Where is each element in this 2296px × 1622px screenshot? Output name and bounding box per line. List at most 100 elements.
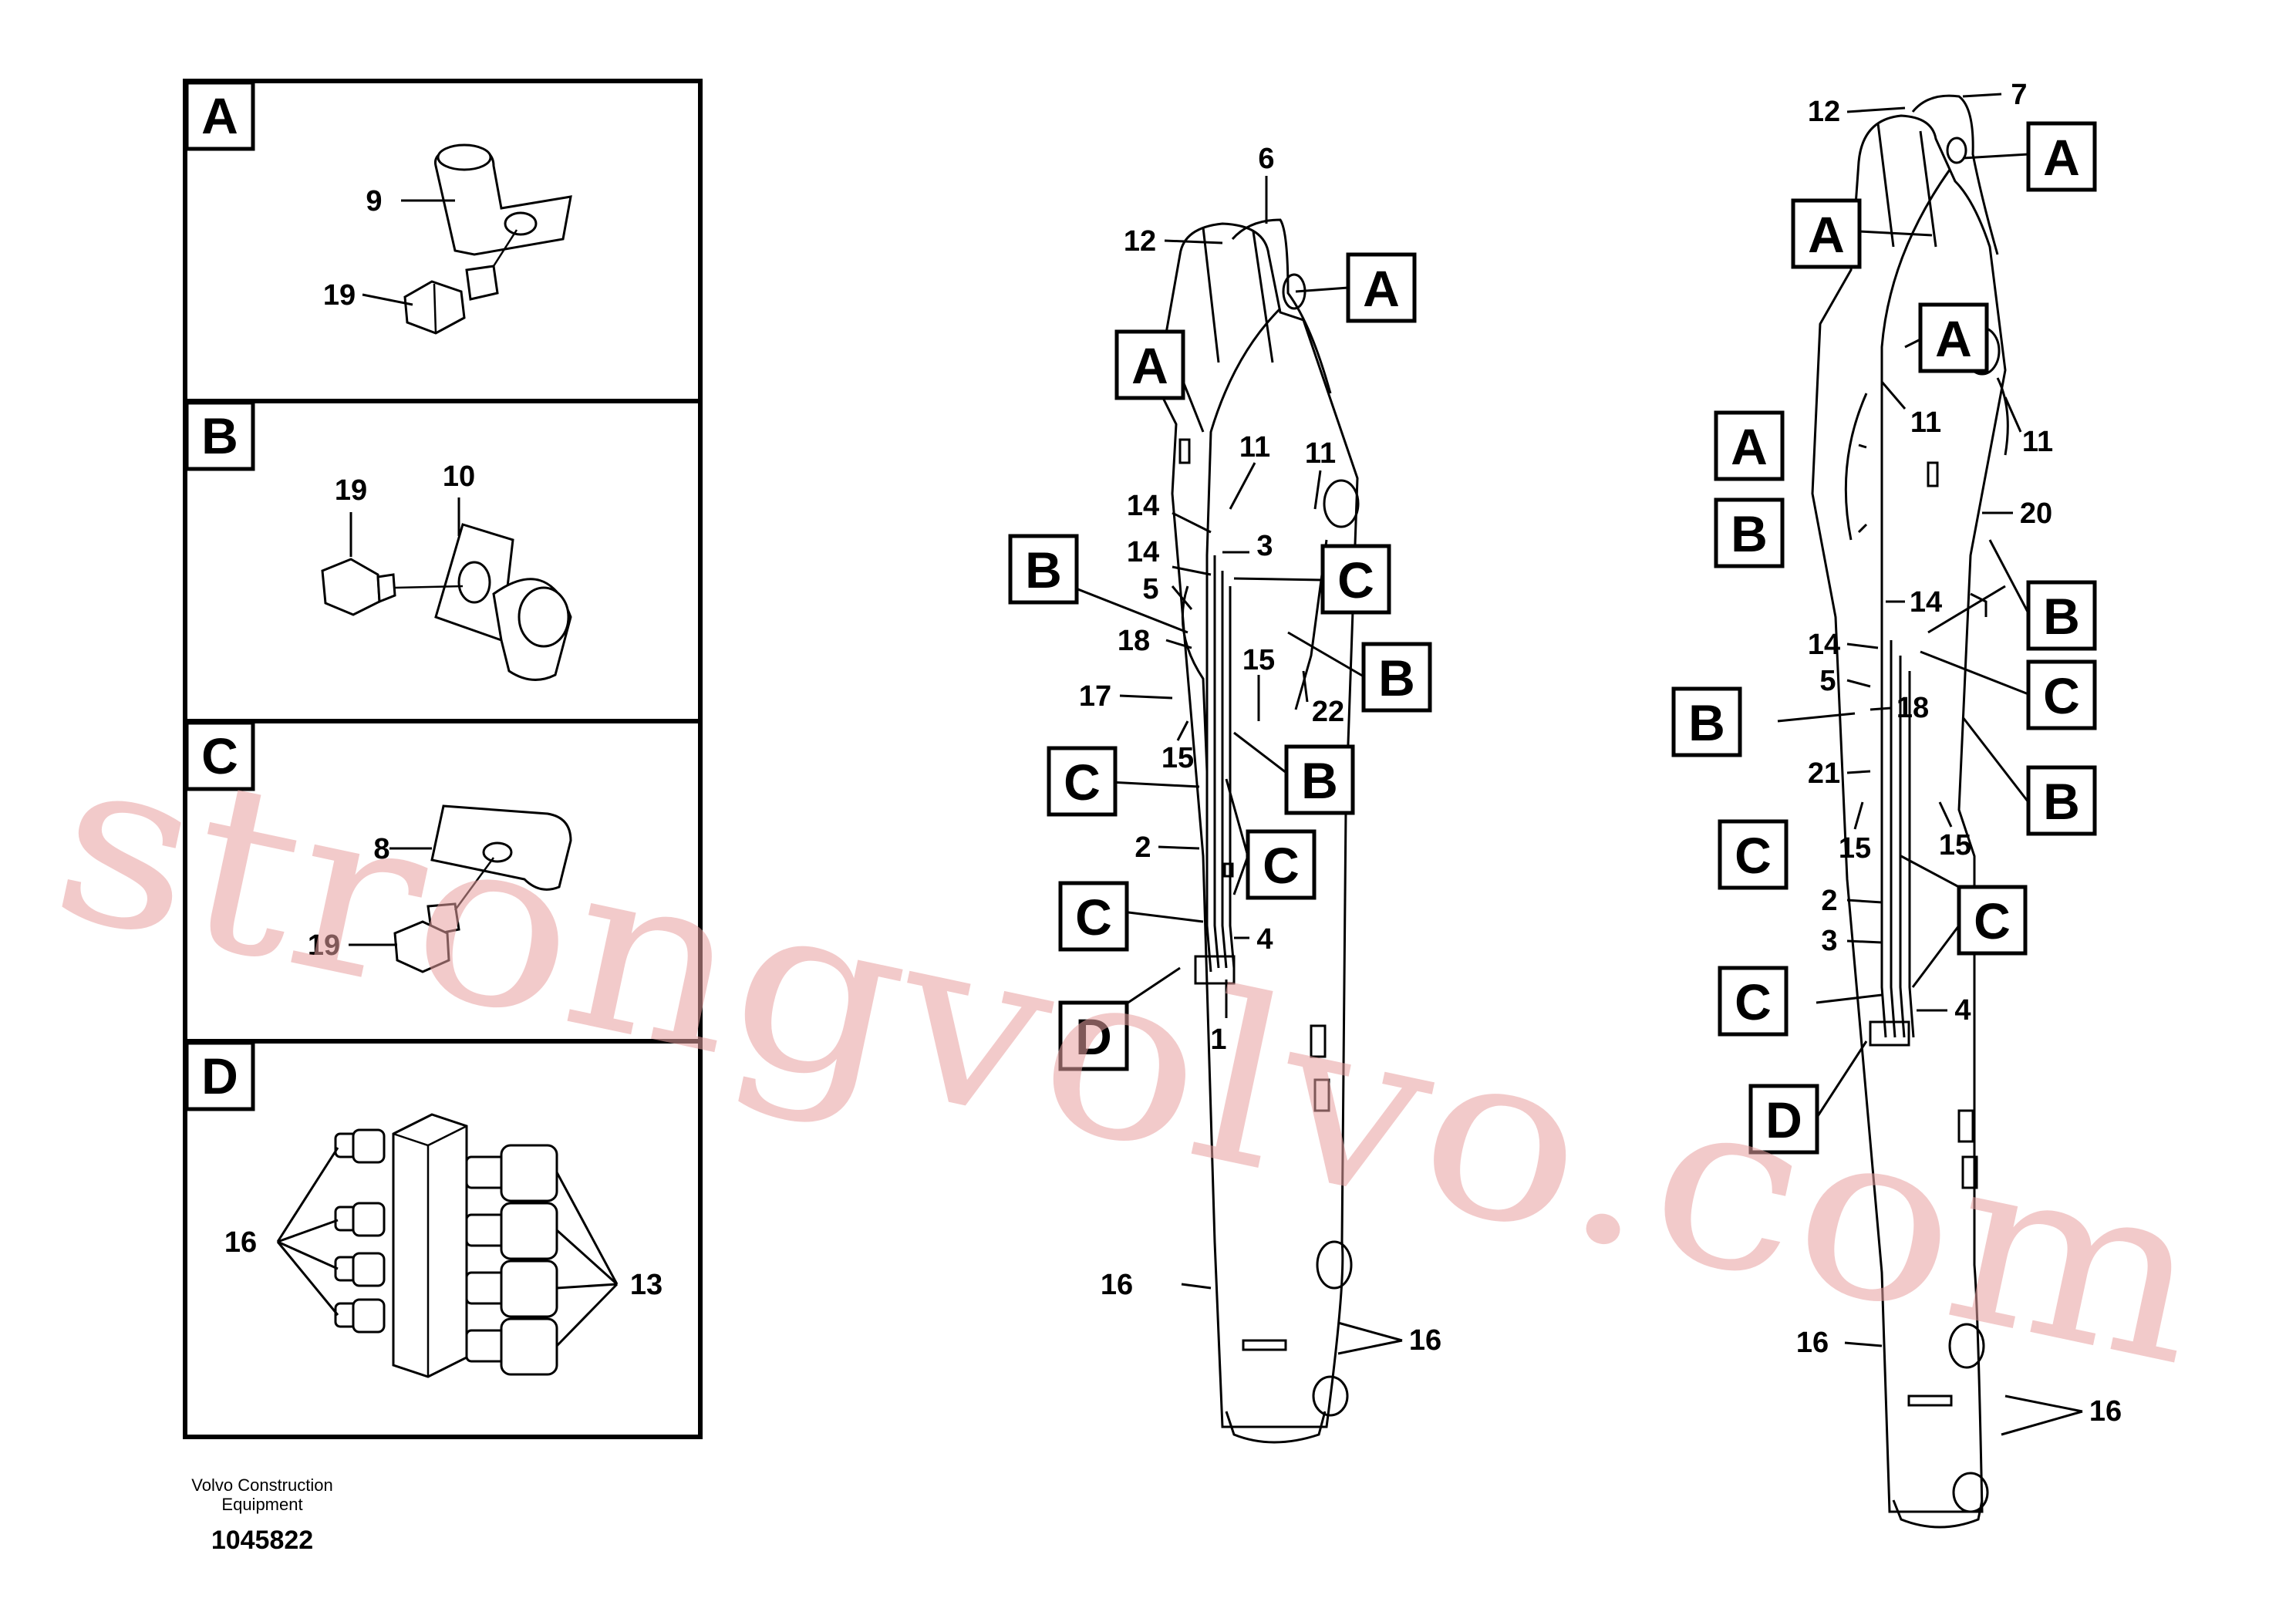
- detail-b-letter: B: [201, 407, 238, 464]
- clamp-part: [433, 143, 572, 256]
- callout: 3: [1256, 530, 1273, 562]
- marker: A: [2043, 129, 2080, 186]
- callout: 14: [1808, 629, 1840, 661]
- callout: 18: [1896, 692, 1929, 724]
- drawing-number: 1045822: [211, 1526, 313, 1555]
- detail-b: B 19 10: [184, 400, 572, 681]
- callout: 6: [1258, 143, 1274, 175]
- callout: 11: [1305, 437, 1336, 470]
- fittings-right: [465, 1144, 558, 1376]
- callout: 12: [1124, 225, 1156, 258]
- callout: 16: [1101, 1269, 1133, 1301]
- detail-a-tab: [184, 80, 255, 151]
- callout: 22: [1312, 696, 1344, 728]
- boom-view-left: 6 12 11 11 14 3 14 5 18 15 17 22 15 2 4 …: [1008, 143, 1441, 1444]
- marker-letters: A A B C B B C C C D: [1025, 260, 1415, 1065]
- callout-leaders: [1844, 93, 2083, 1436]
- leader-fan-16: [276, 1147, 339, 1316]
- marker: B: [1688, 694, 1725, 751]
- callout: 11: [1239, 431, 1270, 464]
- callout: 12: [1808, 96, 1840, 128]
- callout: 16: [1796, 1327, 1829, 1359]
- callout: 2: [1821, 885, 1837, 917]
- footer: Volvo Construction Equipment 1045822: [191, 1475, 332, 1555]
- company-line1: Volvo Construction: [191, 1475, 332, 1495]
- marker: A: [1808, 206, 1845, 263]
- marker: C: [1064, 754, 1101, 811]
- detail-d-tab: [184, 1040, 255, 1111]
- callout: 3: [1821, 925, 1837, 957]
- marker: B: [1301, 752, 1338, 809]
- callout: 4: [1256, 923, 1273, 956]
- callout: 15: [1242, 644, 1275, 676]
- detail-d-letter: D: [201, 1047, 238, 1104]
- marker: C: [1735, 973, 1772, 1030]
- callout: 15: [1939, 829, 1971, 862]
- hose-routing: [1181, 218, 1332, 985]
- callout: 20: [2020, 497, 2052, 530]
- marker-letters: A A A A B B C B B C C C D: [1688, 129, 2080, 1148]
- callout-numbers: 6 12 11 11 14 3 14 5 18 15 17 22 15 2 4 …: [1079, 143, 1441, 1357]
- marker: C: [1974, 892, 2011, 949]
- callout: 16: [2089, 1395, 2122, 1428]
- callout: 14: [1127, 490, 1159, 522]
- boom-outline: [1155, 222, 1360, 1444]
- bolt-part: [403, 265, 499, 335]
- callout: 15: [1161, 742, 1194, 774]
- detail-b-tab: [184, 400, 255, 471]
- callout: 19: [335, 474, 367, 507]
- detail-c-tab: [184, 720, 255, 791]
- bolt-part: [393, 902, 460, 973]
- detail-d: D: [184, 1040, 663, 1378]
- callout: 16: [1409, 1324, 1441, 1357]
- marker: A: [1935, 310, 1972, 367]
- callout-leaders: [1119, 176, 1403, 1355]
- callout: 21: [1808, 757, 1840, 790]
- callout-numbers: 12 7 11 11 20 14 14 5 18 21 15 15 2 3 4 …: [1796, 79, 2122, 1428]
- callout: 4: [1954, 994, 1971, 1027]
- marker-boxes: [1008, 252, 1432, 1071]
- callout: 5: [1819, 665, 1836, 697]
- marker: B: [1378, 649, 1415, 706]
- company-line2: Equipment: [221, 1495, 302, 1514]
- callout: 10: [443, 460, 475, 493]
- detail-a-letter: A: [201, 87, 238, 144]
- boom-outline: [1811, 114, 2007, 1529]
- marker: C: [2043, 667, 2080, 724]
- marker: B: [2043, 588, 2080, 645]
- detail-c: C 8 19: [184, 720, 572, 973]
- clamp-part: [434, 523, 572, 681]
- marker: C: [1735, 827, 1772, 884]
- callout: 11: [2022, 426, 2053, 458]
- callout: 14: [1127, 536, 1159, 568]
- detail-a: A 9 19: [184, 80, 572, 335]
- hose-routing: [1844, 94, 2009, 1047]
- callout: 17: [1079, 680, 1111, 713]
- marker: A: [1131, 337, 1168, 394]
- callout: 13: [630, 1269, 663, 1301]
- callout: 1: [1210, 1023, 1226, 1056]
- callout: 18: [1118, 625, 1150, 657]
- callout: 15: [1839, 832, 1871, 865]
- marker-boxes: [1671, 121, 2097, 1155]
- marker-arrows: [1075, 286, 1364, 1016]
- bolt-part: [321, 558, 396, 616]
- marker: C: [1075, 889, 1112, 946]
- callout: 7: [2011, 79, 2027, 111]
- marker: D: [1765, 1091, 1802, 1148]
- detail-c-letter: C: [201, 727, 238, 784]
- callout: 16: [224, 1226, 257, 1259]
- manifold-block: [392, 1113, 468, 1378]
- marker: B: [1025, 541, 1062, 599]
- fittings-left: [334, 1128, 386, 1334]
- callout: 11: [1910, 406, 1941, 439]
- callout: 19: [308, 929, 340, 962]
- callout: 2: [1135, 831, 1151, 864]
- marker-arrows: [1777, 153, 2030, 1119]
- callout: 8: [373, 833, 389, 865]
- marker: A: [1363, 260, 1400, 317]
- marker: B: [2043, 773, 2080, 830]
- clamp-part: [430, 804, 572, 891]
- marker: A: [1731, 418, 1768, 475]
